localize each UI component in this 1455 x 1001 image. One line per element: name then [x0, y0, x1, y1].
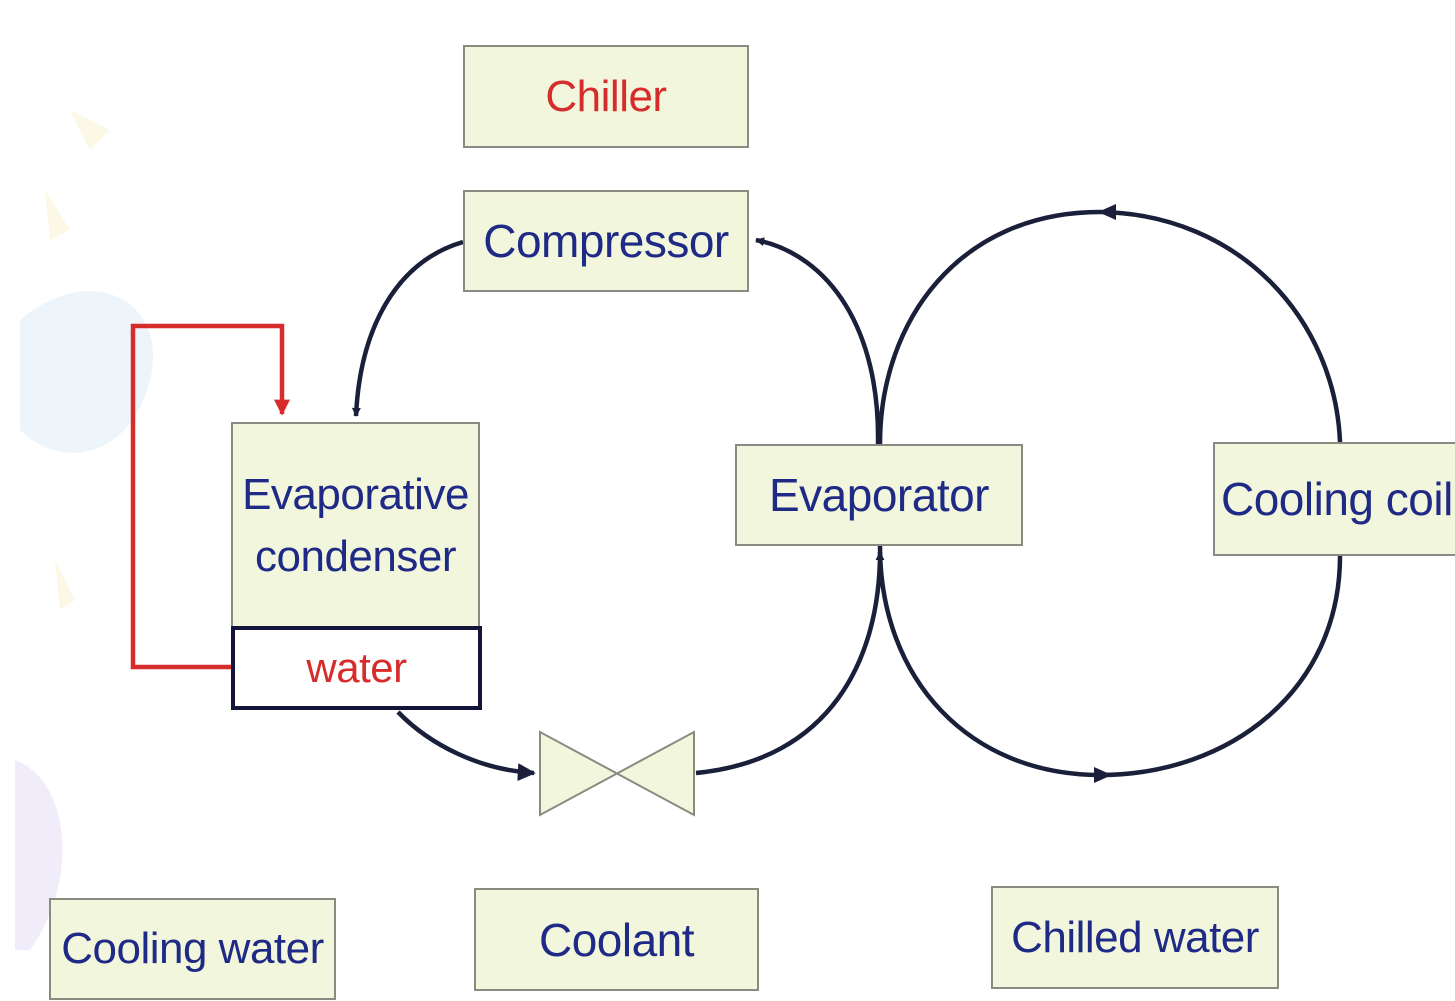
flow-evaporator-to-compressor: [755, 237, 881, 445]
cooling-coil-label: Cooling coil: [1221, 473, 1453, 525]
chilled-water-loop-upper: [877, 209, 1343, 445]
evaporative-condenser-label-line2: condenser: [255, 532, 456, 581]
evaporative-condenser-box: Evaporative condenser: [231, 422, 480, 630]
chilled-water-loop-lower: [877, 545, 1343, 778]
coolant-legend: Coolant: [474, 888, 759, 991]
cooling-water-legend: Cooling water: [49, 898, 336, 1000]
chiller-label: Chiller: [545, 71, 667, 121]
water-box: water: [231, 626, 482, 710]
flow-valve-to-evaporator: [695, 551, 885, 776]
flow-condenser-to-valve: [396, 710, 536, 782]
compressor-label: Compressor: [483, 215, 729, 267]
chilled-water-legend: Chilled water: [991, 886, 1279, 989]
chiller-box: Chiller: [463, 45, 749, 148]
water-label: water: [306, 644, 407, 691]
chilled-water-arrow-top: [1098, 204, 1116, 220]
evaporator-label: Evaporator: [768, 469, 990, 521]
flow-compressor-to-condenser: [351, 239, 464, 417]
coolant-label: Coolant: [538, 913, 695, 966]
cooling-coil-box: Cooling coil: [1213, 442, 1455, 556]
chilled-water-label: Chilled water: [1011, 912, 1259, 962]
cooling-water-loop: [130, 323, 290, 670]
evaporator-box: Evaporator: [735, 444, 1023, 546]
cooling-water-label: Cooling water: [61, 924, 324, 973]
evaporative-condenser-label-line1: Evaporative: [242, 470, 469, 519]
expansion-valve-icon: [539, 730, 695, 817]
compressor-box: Compressor: [463, 190, 749, 292]
chilled-water-arrow-bottom: [1094, 767, 1112, 783]
